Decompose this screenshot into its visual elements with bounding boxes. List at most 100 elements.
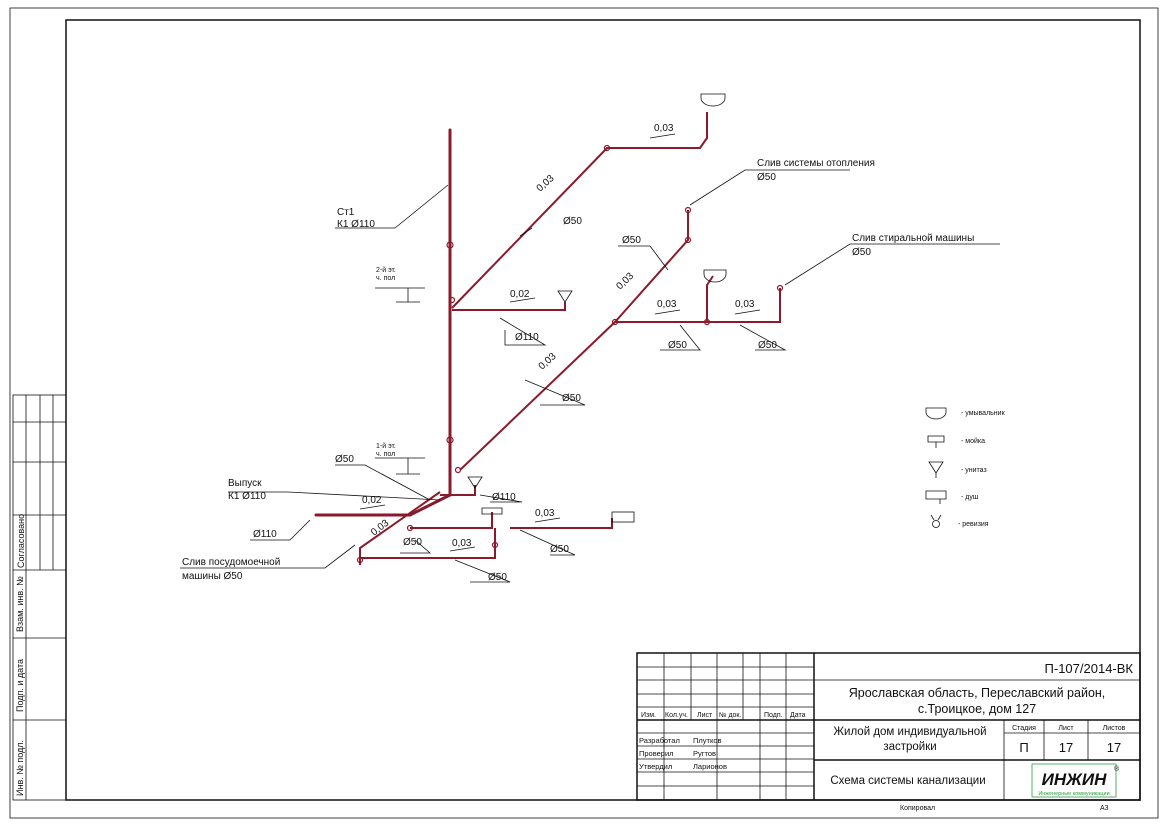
slope-bottom-branch: 0,03 bbox=[452, 538, 472, 549]
col-list: Лист bbox=[697, 712, 713, 719]
heating-drain-l1: Слив системы отопления bbox=[757, 158, 875, 169]
dia-bottom-left: Ø50 bbox=[403, 537, 422, 548]
slope-washer-branch: 0,03 bbox=[735, 299, 755, 310]
bottom-pipe bbox=[360, 528, 496, 559]
logo-reg: ® bbox=[1114, 765, 1120, 773]
side-stamp: Согласовано Взам. инв. № Подп. и дата Ин… bbox=[12, 394, 67, 801]
legend-cleanout-text: - ревизия bbox=[958, 521, 989, 528]
role-checker: Проверил bbox=[639, 749, 674, 758]
stamp-soglasovano: Согласовано bbox=[16, 514, 26, 568]
doc-code: П-107/2014-ВК bbox=[1045, 661, 1134, 676]
legend-washbasin-icon bbox=[925, 407, 947, 420]
dia-upper-diag: Ø50 bbox=[563, 216, 582, 227]
stamp-inv-podl: Инв. № подл. bbox=[15, 740, 25, 796]
name-checker: Ругтов bbox=[693, 749, 716, 758]
name-approver: Ларионов bbox=[693, 762, 727, 771]
outlet-l2: К1 Ø110 bbox=[228, 491, 266, 502]
dishwasher-l2: машины Ø50 bbox=[182, 571, 243, 582]
washbasin-top-icon bbox=[700, 93, 726, 107]
sheet-title: Схема системы канализации bbox=[830, 775, 985, 787]
legend-sink-icon bbox=[927, 435, 945, 448]
col-data: Дата bbox=[790, 712, 806, 719]
leaders bbox=[180, 169, 1000, 583]
toilet-low-pipe bbox=[440, 485, 476, 496]
dia-heating-riser: Ø50 bbox=[622, 235, 641, 246]
dishwasher-l1: Слив посудомоечной bbox=[182, 557, 280, 568]
sheet-header: Лист bbox=[1058, 725, 1074, 732]
logo-box bbox=[1031, 763, 1117, 798]
washbasin2-pipe bbox=[706, 275, 714, 322]
slope-mid-diagonal: 0,03 bbox=[614, 270, 636, 292]
logo-text: ИНЖИН bbox=[1042, 770, 1107, 789]
washbasin-mid-icon bbox=[703, 269, 727, 283]
slope-toilet-branch: 0,02 bbox=[510, 289, 530, 300]
legend-cleanout-icon bbox=[930, 514, 942, 521]
col-ndok: № док. bbox=[719, 712, 741, 719]
address-line2: с.Троицкое, дом 127 bbox=[918, 702, 1036, 716]
dia-shower-branch: Ø50 bbox=[550, 544, 569, 555]
sheet-value: 17 bbox=[1059, 740, 1073, 755]
fittings bbox=[356, 144, 784, 564]
role-approver: Утвердил bbox=[639, 762, 672, 771]
toilet-upper-icon bbox=[557, 290, 573, 303]
legend-sink-text: - мойка bbox=[961, 437, 985, 445]
fixtures bbox=[467, 93, 727, 523]
dia-bottom-branch: Ø50 bbox=[488, 572, 507, 583]
dia-outlet-left: Ø50 bbox=[335, 454, 354, 465]
dia-outlet-pipe: Ø110 bbox=[253, 529, 277, 540]
level-upper-l1: 2-й эт. bbox=[376, 266, 396, 274]
slope-shower-branch: 0,03 bbox=[535, 508, 555, 519]
format-label: А3 bbox=[1100, 805, 1109, 812]
col-podp: Подп. bbox=[764, 712, 783, 719]
washer-drain-l1: Слив стиральной машины bbox=[852, 233, 974, 244]
toilet-branch-upper bbox=[452, 302, 566, 311]
stage-header: Стадия bbox=[1012, 725, 1036, 732]
slope-lower-diagonal: 0,03 bbox=[537, 351, 559, 372]
shower-icon bbox=[611, 511, 635, 523]
shower-pipe bbox=[510, 518, 613, 529]
sheets-value: 17 bbox=[1107, 740, 1121, 755]
dia-washer-branch: Ø50 bbox=[758, 340, 777, 351]
slope-upper-diagonal: 0,03 bbox=[535, 173, 557, 194]
mid-horizontal-pipe bbox=[615, 288, 781, 323]
outlet-connection bbox=[408, 493, 452, 517]
col-kolvo: Кол.уч. bbox=[665, 712, 688, 719]
object-line2: застройки bbox=[883, 741, 936, 753]
legend-toilet-text: - унитаз bbox=[961, 467, 987, 474]
mid-diagonal-pipe bbox=[459, 321, 616, 471]
stage-value: П bbox=[1019, 740, 1028, 755]
legend-shower-text: - душ bbox=[961, 494, 979, 501]
sheets-header: Листов bbox=[1103, 725, 1126, 732]
level-upper-l2: ч. пол bbox=[376, 275, 395, 282]
washer-drain-l2: Ø50 bbox=[852, 247, 871, 258]
heating-drain-pipe bbox=[614, 210, 689, 323]
slope-outlet: 0,02 bbox=[362, 495, 382, 506]
col-izm: Изм. bbox=[641, 712, 656, 719]
legend-shower-icon bbox=[925, 490, 947, 504]
slope-marks bbox=[359, 133, 761, 552]
copied-label: Копировал bbox=[900, 805, 935, 812]
stamp-podp-data: Подп. и дата bbox=[15, 659, 25, 712]
title-block: Изм. Кол.уч. Лист № док. Подп. Дата Разр… bbox=[636, 652, 1141, 801]
legend: - умывальник - мойка - унитаз - душ - ре… bbox=[925, 407, 1006, 528]
legend-toilet-icon bbox=[928, 461, 944, 478]
riser-spec: К1 Ø110 bbox=[337, 219, 375, 230]
sheet-border bbox=[9, 7, 1159, 819]
object-line1: Жилой дом индивидуальной bbox=[833, 726, 986, 738]
toilet-lower-icon bbox=[467, 476, 483, 489]
outlet-l1: Выпуск bbox=[228, 478, 262, 489]
stamp-vzam-inv: Взам. инв. № bbox=[15, 576, 25, 632]
slope-dish-diag: 0,03 bbox=[369, 517, 391, 538]
dia-toilet-branch: Ø110 bbox=[515, 332, 539, 343]
logo-sub: Инженерные коммуникации bbox=[1038, 791, 1109, 797]
riser-name: Ст1 bbox=[337, 207, 355, 218]
upper-diagonal-pipe bbox=[451, 112, 708, 309]
level-lower-l1: 1-й эт. bbox=[376, 442, 396, 450]
slope-basin-branch: 0,03 bbox=[657, 299, 677, 310]
legend-washbasin-text: - умывальник bbox=[961, 410, 1006, 417]
dia-toilet-low: Ø110 bbox=[492, 492, 516, 503]
level-lower-l2: ч. пол bbox=[376, 451, 395, 458]
dia-lower-diag: Ø50 bbox=[562, 393, 581, 404]
address-line1: Ярославская область, Переславский район, bbox=[849, 686, 1106, 700]
